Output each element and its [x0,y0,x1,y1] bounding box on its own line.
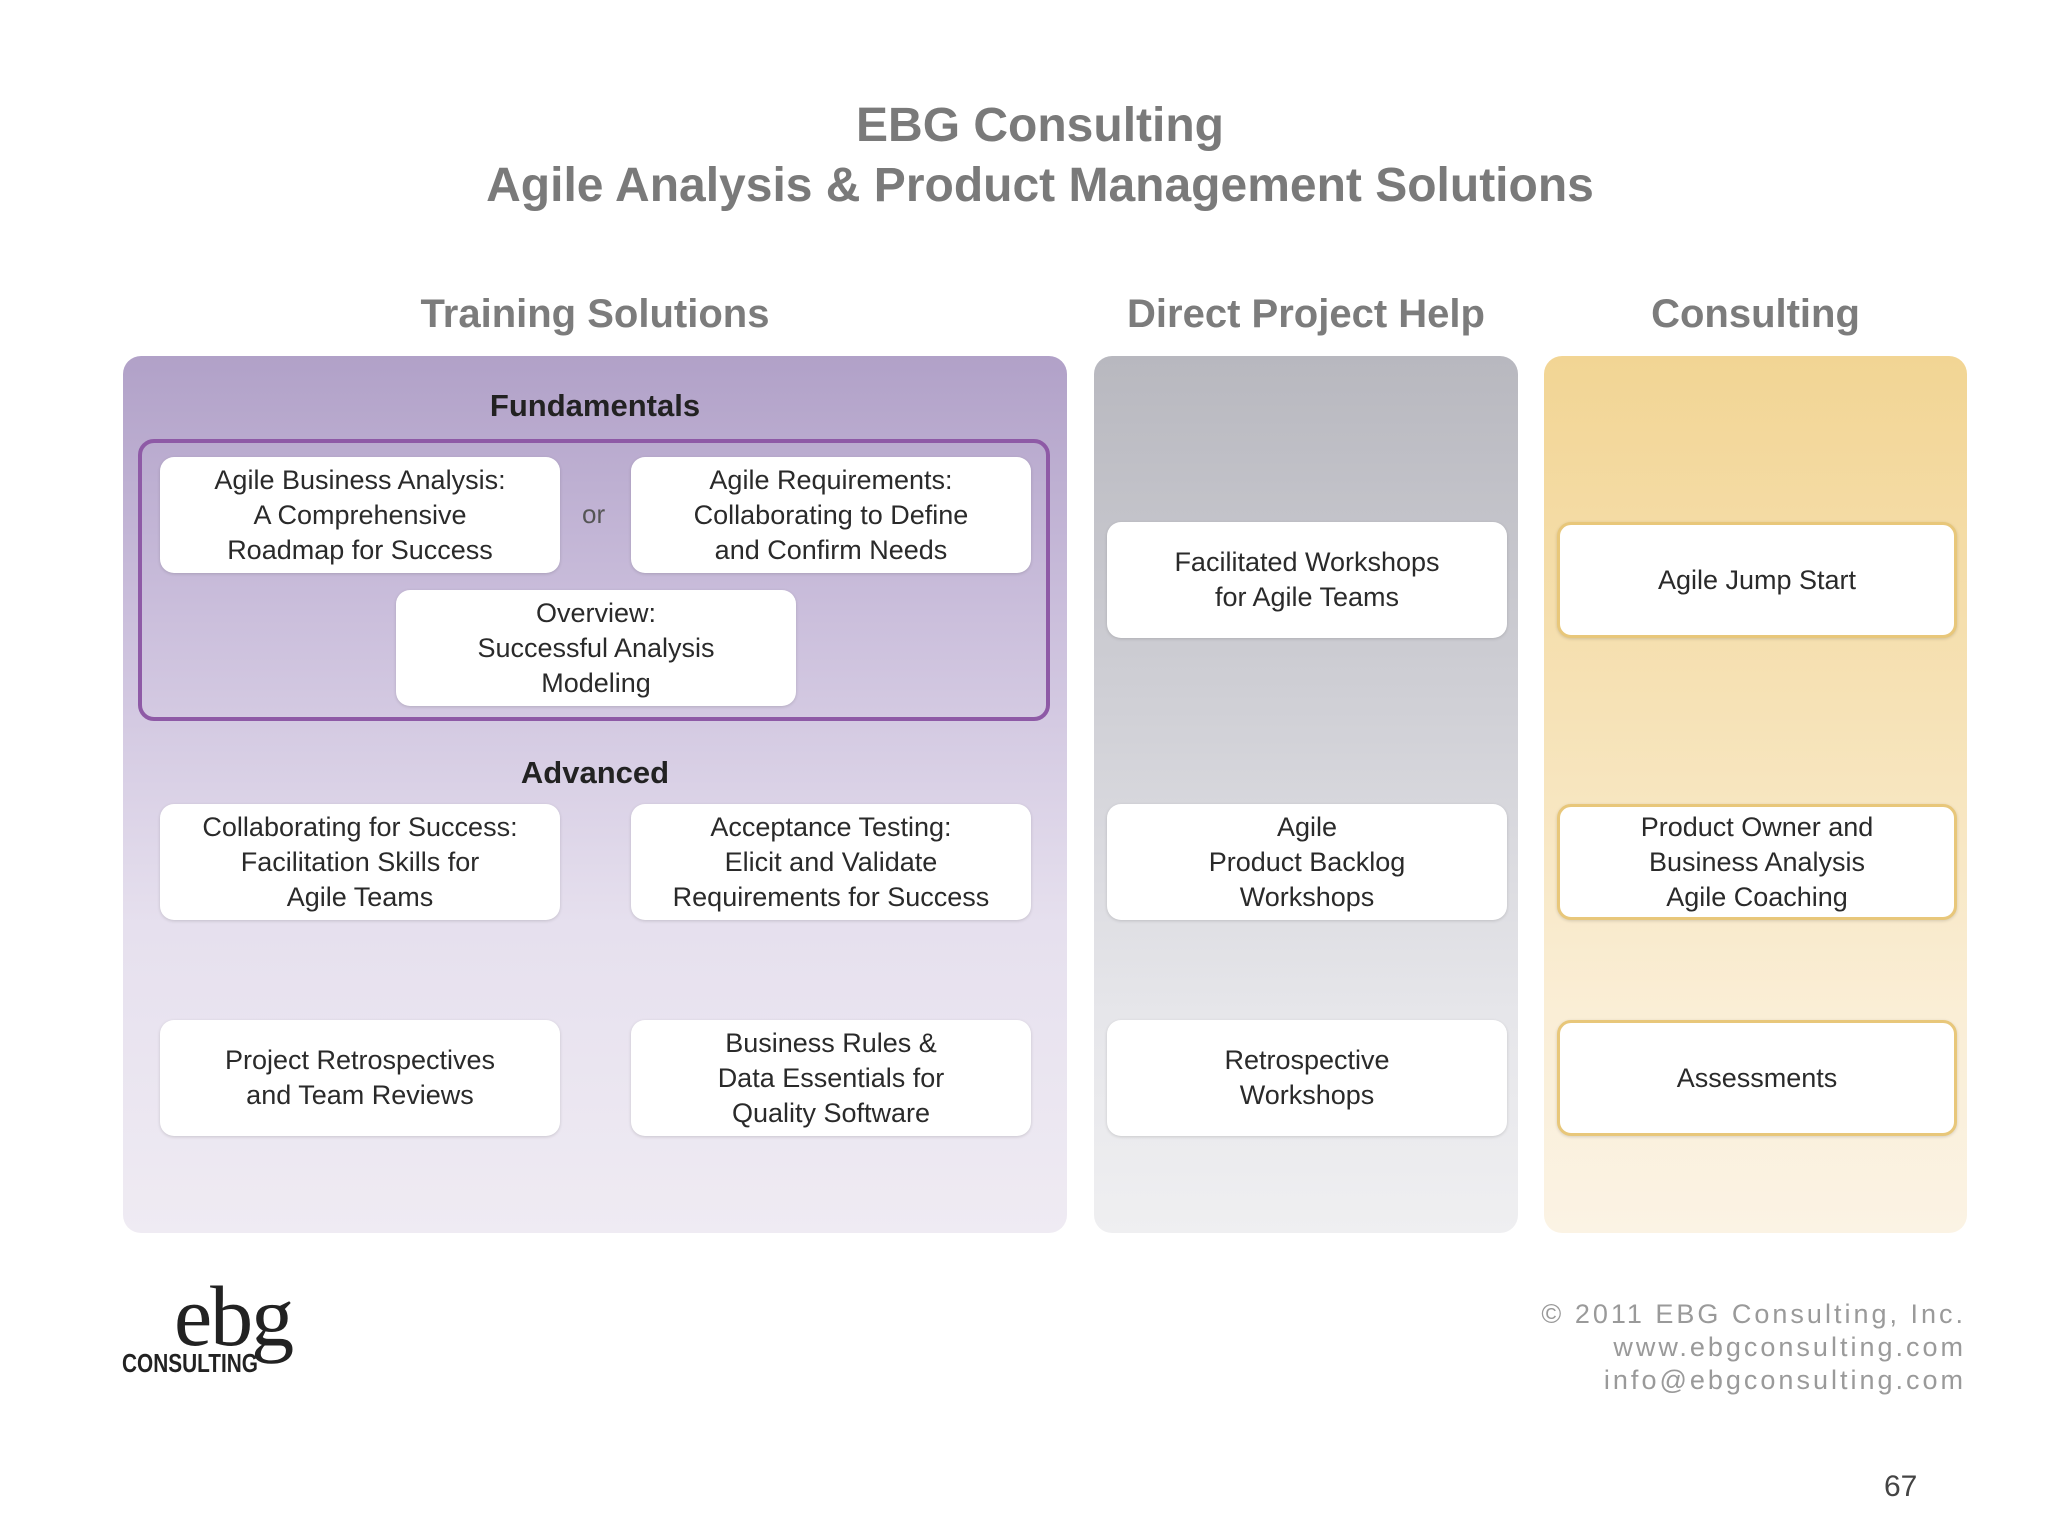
fundamentals-frame [138,439,1050,721]
advanced-box-acceptance-testing: Acceptance Testing: Elicit and Validate … [631,804,1031,920]
box-text: Retrospective Workshops [1224,1045,1390,1110]
box-text: Agile Business Analysis: A Comprehensive… [214,464,506,565]
box-text: Facilitated Workshops for Agile Teams [1174,547,1440,612]
box-text: Agile Jump Start [1657,564,1857,595]
copyright-block: © 2011 EBG Consulting, Inc. www.ebgconsu… [1400,1298,1966,1397]
advanced-box-collaborating-for-success: Collaborating for Success: Facilitation … [160,804,560,920]
advanced-box-project-retrospectives: Project Retrospectives and Team Reviews [160,1020,560,1136]
logo-subtext: CONSULTING [122,1348,258,1378]
box-text: Overview: Successful Analysis Modeling [477,597,715,698]
consulting-box-agile-jump-start: Agile Jump Start [1557,522,1957,638]
column-heading-direct: Direct Project Help [1127,292,1485,336]
box-text: Project Retrospectives and Team Reviews [224,1045,496,1110]
box-text: Agile Requirements: Collaborating to Def… [693,464,969,565]
advanced-box-business-rules: Business Rules & Data Essentials for Qua… [631,1020,1031,1136]
title-line-1: EBG Consulting [856,99,1224,152]
fundamentals-box-agile-requirements: Agile Requirements: Collaborating to Def… [631,457,1031,573]
direct-box-facilitated-workshops: Facilitated Workshops for Agile Teams [1107,522,1507,638]
ebg-logo: ebg CONSULTING [118,1268,318,1386]
advanced-heading: Advanced [520,755,670,790]
direct-box-retrospective-workshops: Retrospective Workshops [1107,1020,1507,1136]
consulting-box-product-owner-coaching: Product Owner and Business Analysis Agil… [1557,804,1957,920]
box-text: Acceptance Testing: Elicit and Validate … [672,811,990,912]
column-heading-training: Training Solutions [420,292,770,336]
fundamentals-box-analysis-modeling: Overview: Successful Analysis Modeling [396,590,796,706]
consulting-box-assessments: Assessments [1557,1020,1957,1136]
copyright-text: © 2011 EBG Consulting, Inc. [1541,1299,1966,1329]
fundamentals-heading: Fundamentals [489,388,701,423]
box-text: Assessments [1676,1062,1838,1093]
website-text: www.ebgconsulting.com [1613,1332,1966,1362]
column-heading-consulting: Consulting [1651,292,1860,336]
or-label: or [582,499,606,529]
direct-box-product-backlog: Agile Product Backlog Workshops [1107,804,1507,920]
logo-wordmark: ebg [174,1268,294,1364]
box-text: Collaborating for Success: Facilitation … [202,811,518,912]
box-text: Product Owner and Business Analysis Agil… [1640,811,1874,912]
fundamentals-box-agile-business-analysis: Agile Business Analysis: A Comprehensive… [160,457,560,573]
title-line-2: Agile Analysis & Product Management Solu… [486,159,1594,212]
box-text: Business Rules & Data Essentials for Qua… [717,1027,945,1128]
page-number: 67 [1884,1470,1918,1503]
email-text: info@ebgconsulting.com [1603,1365,1966,1395]
box-text: Agile Product Backlog Workshops [1208,811,1406,912]
